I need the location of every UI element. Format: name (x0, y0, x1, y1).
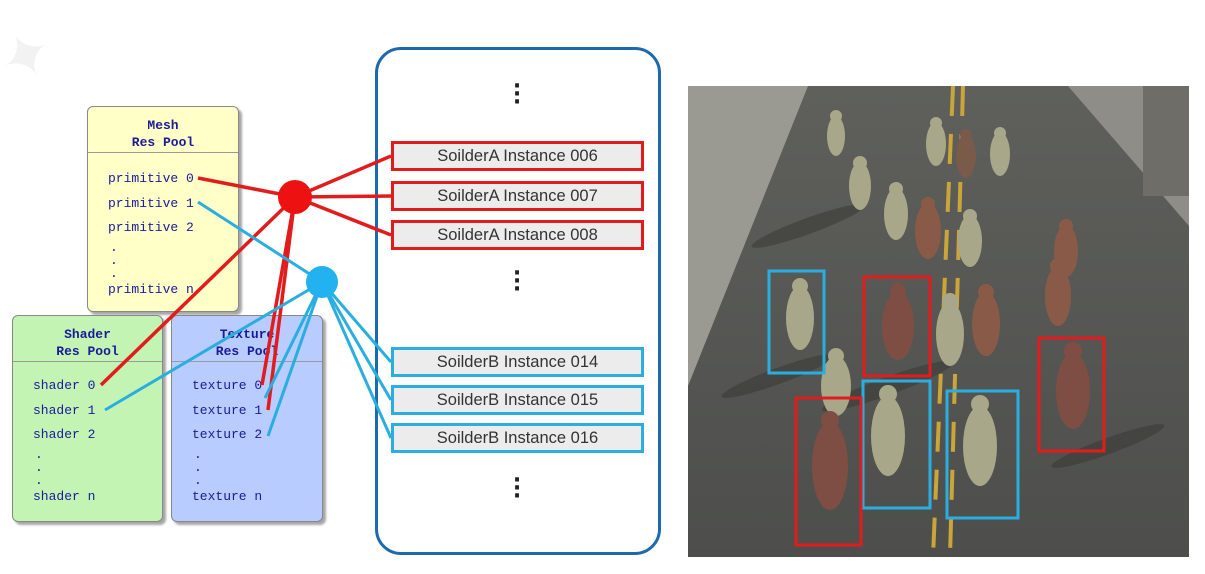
wire-b-to-014 (320, 281, 393, 363)
building (1143, 86, 1189, 196)
texture-item-0: texture 0 (192, 378, 263, 393)
shader-item-n: shader n (33, 488, 96, 504)
ellipsis-dot: . (110, 252, 118, 268)
vertical-ellipsis-icon: ··· (512, 261, 522, 302)
wire-a-to-006 (294, 154, 392, 199)
crowd-scene (688, 86, 1189, 557)
texture-item-1: texture 1 (192, 402, 263, 418)
shader-pool-title: Shader Res Pool (13, 316, 162, 362)
vertical-ellipsis-icon: ··· (512, 468, 522, 509)
center-lines (931, 86, 965, 557)
hub-a-node (278, 180, 312, 214)
texture-item-n: texture n (192, 488, 263, 504)
blue-wires (104, 200, 393, 439)
wire-b-to-015 (320, 281, 393, 401)
instance-soilder-b-015: SoilderB Instance 015 (391, 385, 644, 415)
hub-b-node (306, 266, 338, 298)
wire-texture0-to-b (263, 281, 324, 399)
shader-item-2: shader 2 (33, 427, 96, 442)
texture-pool-title: Texture Res Pool (172, 316, 322, 362)
detection-boxes (767, 269, 1106, 547)
ellipsis-dot: . (194, 459, 202, 475)
wire-shader1-to-b (104, 280, 323, 412)
ellipsis-dot: . (110, 265, 118, 281)
instance-soilder-b-016: SoilderB Instance 016 (391, 423, 644, 453)
shader-res-pool: Shader Res Pool shader 0 shader 1 shader… (12, 315, 163, 522)
blue-detection-box (861, 379, 932, 510)
mesh-item-primitive-1: primitive 1 (108, 195, 194, 211)
mesh-item-primitive-n: primitive n (108, 281, 194, 297)
wire-texture1-to-a (266, 196, 297, 411)
soldiers (786, 110, 1090, 510)
vertical-ellipsis-icon: ··· (512, 74, 522, 115)
mesh-item-primitive-0: primitive 0 (108, 171, 194, 186)
ellipsis-dot: . (194, 472, 202, 488)
shader-item-1: shader 1 (33, 402, 96, 418)
ellipsis-dot: . (35, 459, 43, 475)
instance-soilder-a-007: SoilderA Instance 007 (391, 181, 644, 211)
ellipsis-dot: . (35, 446, 43, 462)
wire-shader0-to-a (99, 195, 297, 387)
red-detection-box (1037, 336, 1106, 453)
red-detection-box (862, 275, 932, 378)
shader-item-0: shader 0 (33, 378, 96, 393)
mesh-pool-title: Mesh Res Pool (88, 107, 238, 153)
mesh-res-pool: Mesh Res Pool primitive 0 primitive 1 pr… (87, 106, 239, 312)
red-detection-box (794, 396, 863, 547)
instance-soilder-a-006: SoilderA Instance 006 (391, 141, 644, 171)
ellipsis-dot: . (110, 239, 118, 255)
instance-soilder-a-008: SoilderA Instance 008 (391, 220, 644, 250)
instance-panel (375, 47, 661, 555)
wire-texture2-to-b (266, 281, 324, 437)
wire-b-to-016 (320, 281, 393, 439)
red-wires (99, 154, 392, 411)
ellipsis-dot: . (194, 446, 202, 462)
ellipsis-dot: . (35, 472, 43, 488)
curb-left (688, 86, 808, 386)
instance-soilder-b-014: SoilderB Instance 014 (391, 347, 644, 377)
blue-detection-box (767, 269, 826, 375)
texture-item-2: texture 2 (192, 427, 263, 442)
blue-detection-box (945, 389, 1020, 520)
wire-a-to-008 (294, 195, 392, 237)
wire-primitive1-to-b (197, 200, 323, 284)
crowd-photo (688, 86, 1189, 557)
mesh-item-primitive-2: primitive 2 (108, 220, 194, 235)
